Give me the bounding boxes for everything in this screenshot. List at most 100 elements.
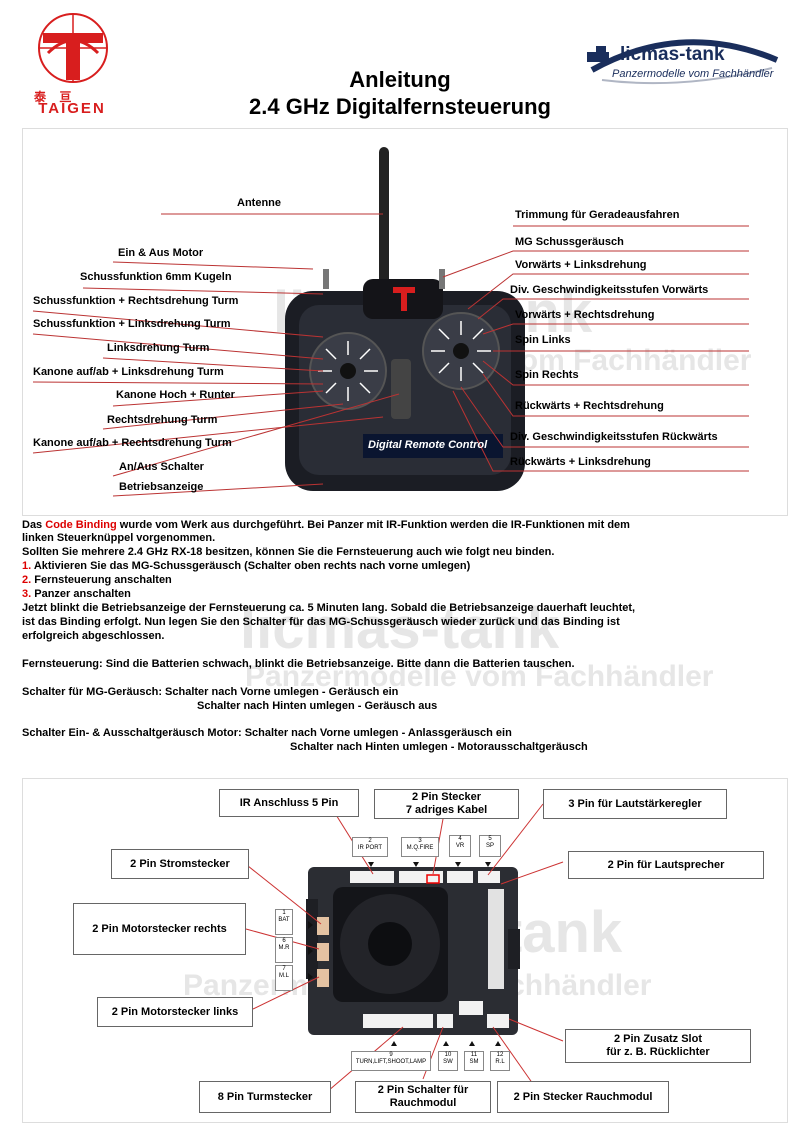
taigen-logo: 泰 亘 TAIGEN	[22, 8, 122, 117]
box-schalter-b: Rauchmodul	[389, 1097, 457, 1109]
instruction-step-1: 1. Aktivieren Sie das MG-Schussgeräusch …	[22, 560, 470, 573]
step-2-num: 2.	[22, 574, 32, 586]
licmas-logo-title: licmas-tank	[620, 44, 725, 65]
instruction-step-3: 3. Panzer anschalten	[22, 588, 131, 601]
tag-1-txt: BAT	[278, 917, 290, 923]
tag-4-txt: VR	[455, 843, 465, 849]
step-3-num: 3.	[22, 588, 32, 600]
label-spin-rechts: Spin Rechts	[515, 369, 579, 381]
tag-7-txt: M.L	[278, 973, 289, 979]
taigen-logo-text: TAIGEN	[38, 100, 106, 117]
box-schalter-a: 2 Pin Schalter für	[377, 1084, 469, 1096]
tag-5-txt: SP	[485, 843, 494, 849]
tag-2-num: 2	[368, 838, 372, 844]
box-zusatz-b: für z. B. Rücklichter	[606, 1046, 710, 1058]
licmas-logo: licmas-tank Panzermodelle vom Fachhändle…	[582, 30, 782, 96]
box-lautsprecher: 2 Pin für Lautsprecher	[568, 851, 764, 879]
tag-3-num: 3	[418, 838, 422, 844]
label-spin-links: Spin Links	[515, 334, 571, 346]
label-schuss-rechts: Schussfunktion + Rechtsdrehung Turm	[33, 295, 239, 307]
watermark-text-sub: Panzermodelle vom Fachhändler	[245, 660, 714, 693]
label-schuss-6mm: Schussfunktion 6mm Kugeln	[80, 271, 232, 283]
tag-6-txt: M.R	[278, 945, 290, 951]
step-1-num: 1.	[22, 560, 32, 572]
label-kanone-links: Kanone auf/ab + Linksdrehung Turm	[33, 366, 224, 378]
tag-11-num: 11	[470, 1052, 478, 1058]
p1-a: Das	[22, 519, 46, 531]
box-2pin-stecker-b: 7 adriges Kabel	[405, 804, 488, 816]
label-mg-schuss: MG Schussgeräusch	[515, 236, 624, 248]
tag-4-num: 4	[458, 836, 462, 842]
remote-control-drawing	[32, 147, 749, 497]
instruction-step-2: 2. Fernsteuerung anschalten	[22, 574, 172, 587]
label-vorwaerts-rechts: Vorwärts + Rechtsdrehung	[515, 309, 655, 321]
label-geschw-vorwaerts: Div. Geschwindigkeitsstufen Vorwärts	[510, 284, 709, 296]
code-binding-highlight: Code Binding	[45, 519, 117, 531]
remote-panel: licmas-tank Panzermodelle vom Fachhändle…	[22, 128, 788, 516]
tag-3-txt: M.Q.FIRE	[406, 845, 434, 851]
label-antenne: Antenne	[237, 197, 281, 209]
watermark-text: licmas-tank	[240, 596, 560, 661]
tag-10-num: 10	[444, 1052, 452, 1058]
box-zusatz-a: 2 Pin Zusatz Slot	[613, 1033, 702, 1045]
step-1-text: Aktivieren Sie das MG-Schussgeräusch (Sc…	[31, 560, 471, 572]
instruction-p1-line2: linken Steuerknüppel vorgenommen.	[22, 532, 216, 544]
label-an-aus-schalter: An/Aus Schalter	[119, 461, 204, 473]
label-rueckwaerts-links: Rückwärts + Linksdrehung	[510, 456, 651, 468]
instruction-p3-line3: erfolgreich abgeschlossen.	[22, 630, 165, 642]
tag-2-txt: IR PORT	[357, 845, 383, 851]
step-2-text: Fernsteuerung anschalten	[31, 574, 172, 586]
instruction-p2: Sollten Sie mehrere 2.4 GHz RX-18 besitz…	[22, 546, 555, 558]
box-motor-links: 2 Pin Motorstecker links	[97, 997, 253, 1027]
tag-9-num: 9	[389, 1052, 393, 1058]
licmas-logo-icon	[587, 39, 779, 85]
label-vorwaerts-links: Vorwärts + Linksdrehung	[515, 259, 647, 271]
box-lautstaerke: 3 Pin für Lautstärkeregler	[543, 789, 727, 819]
step-3-text: Panzer anschalten	[31, 588, 131, 600]
label-ein-aus-motor: Ein & Aus Motor	[118, 247, 204, 259]
label-geschw-rueckwaerts: Div. Geschwindigkeitsstufen Rückwärts	[510, 431, 718, 443]
label-linksdrehung-turm: Linksdrehung Turm	[107, 342, 210, 354]
page-title-line1: Anleitung	[349, 67, 451, 92]
label-rueckwaerts-rechts: Rückwärts + Rechtsdrehung	[515, 400, 664, 412]
tag-12-txt: R.L	[495, 1059, 505, 1065]
board-panel: licmas-tank Panzermodelle vom Fachhändle…	[22, 778, 788, 1123]
box-turmstecker: 8 Pin Turmstecker	[199, 1081, 331, 1113]
tag-6-num: 6	[282, 938, 286, 944]
tag-10-txt: SW	[443, 1059, 453, 1065]
licmas-logo-subtitle: Panzermodelle vom Fachhändler	[612, 68, 774, 80]
label-trimmung: Trimmung für Geradeausfahren	[515, 209, 680, 221]
box-stromstecker: 2 Pin Stromstecker	[111, 849, 249, 879]
instruction-p3-line1: Jetzt blinkt die Betriebsanzeige der Fer…	[22, 602, 636, 614]
box-stecker-rauch: 2 Pin Stecker Rauchmodul	[497, 1081, 669, 1113]
instruction-p1-line1: Das Code Binding wurde vom Werk aus durc…	[22, 519, 630, 532]
page-title-line2: 2.4 GHz Digitalfernsteuerung	[249, 94, 551, 119]
label-rechtsdrehung-turm: Rechtsdrehung Turm	[107, 414, 218, 426]
box-ir-anschluss: IR Anschluss 5 Pin	[219, 789, 359, 817]
tag-7-num: 7	[282, 966, 286, 972]
tag-1-num: 1	[282, 910, 286, 916]
instruction-p4: Fernsteuerung: Sind die Batterien schwac…	[22, 658, 575, 670]
p1-b: wurde vom Werk aus durchgeführt. Bei Pan…	[116, 519, 630, 531]
tag-5-num: 5	[488, 836, 492, 842]
taigen-logo-icon	[38, 13, 108, 83]
taigen-logo-cn: 泰 亘	[34, 90, 72, 104]
instruction-p6-line1: Schalter Ein- & Ausschaltgeräusch Motor:…	[22, 727, 512, 739]
label-kanone-rechts: Kanone auf/ab + Rechtsdrehung Turm	[33, 437, 232, 449]
label-kanone-hoch: Kanone Hoch + Runter	[116, 389, 235, 401]
label-betriebsanzeige: Betriebsanzeige	[119, 481, 204, 493]
remote-screen-label: Digital Remote Control	[368, 439, 488, 451]
